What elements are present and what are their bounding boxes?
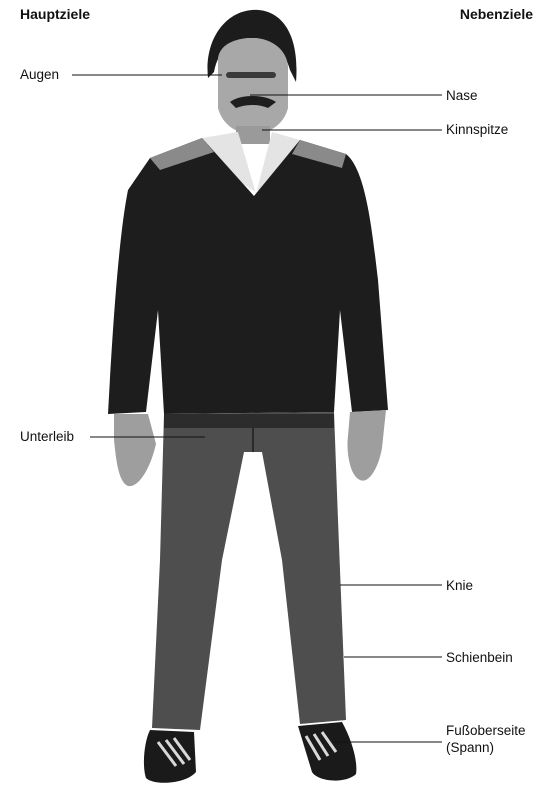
jeans	[152, 412, 346, 730]
eyes	[226, 72, 276, 78]
belt	[164, 414, 334, 428]
right-hand	[348, 410, 387, 481]
neck	[236, 126, 270, 144]
left-hand	[114, 414, 156, 486]
face	[218, 38, 288, 134]
label-eyes: Augen	[20, 66, 59, 83]
label-nose: Nase	[446, 87, 478, 104]
label-abdomen: Unterleib	[20, 428, 74, 445]
label-knee: Knie	[446, 577, 473, 594]
label-chin: Kinnspitze	[446, 121, 508, 138]
label-shin: Schienbein	[446, 649, 513, 666]
right-shoe	[298, 722, 356, 781]
label-instep: Fußoberseite (Spann)	[446, 722, 526, 756]
label-instep-line1: Fußoberseite	[446, 722, 526, 739]
label-instep-line2: (Spann)	[446, 739, 526, 756]
